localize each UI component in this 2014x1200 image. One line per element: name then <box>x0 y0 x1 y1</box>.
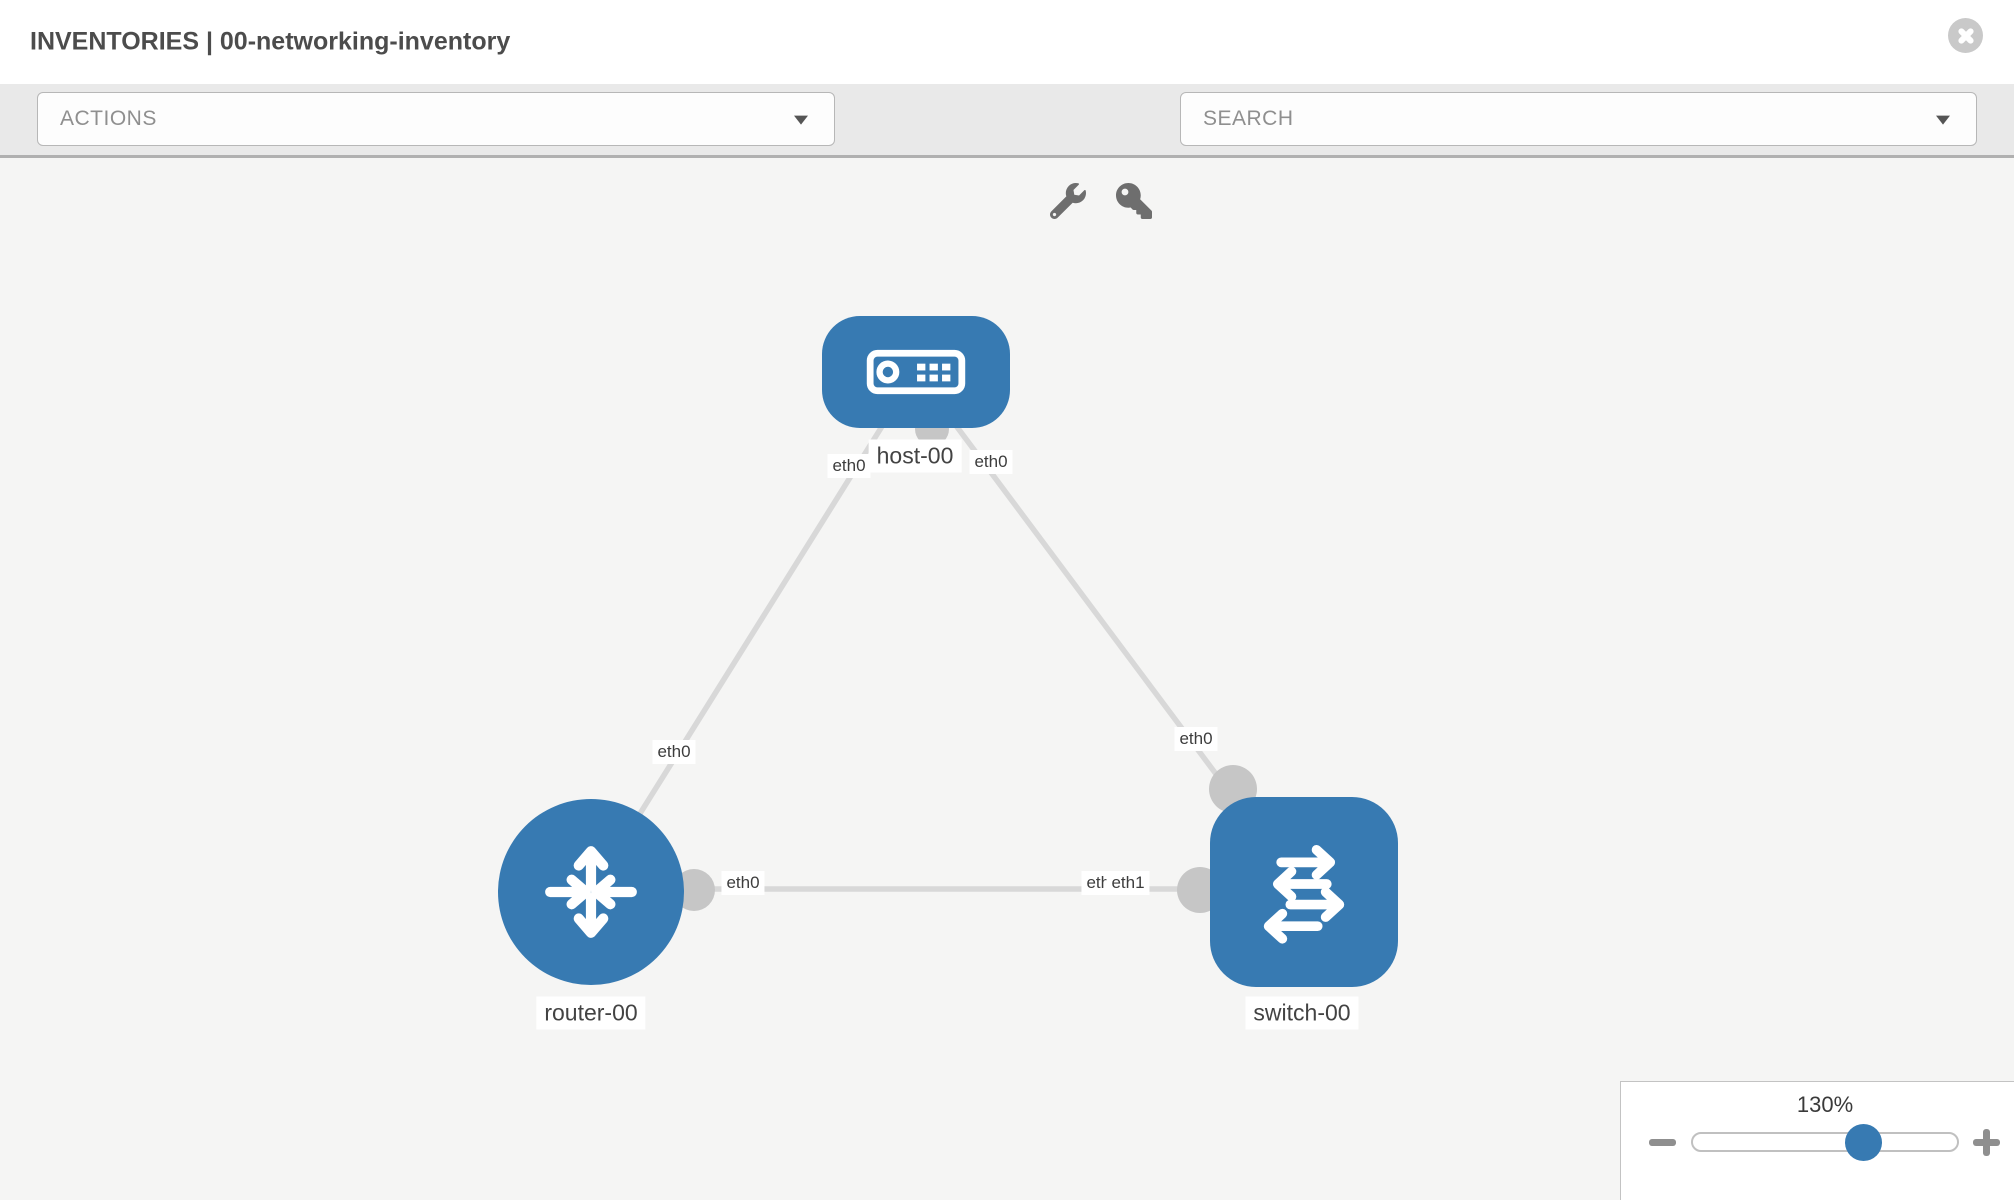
zoom-slider-track[interactable] <box>1691 1132 1959 1152</box>
node-router-00[interactable] <box>498 799 684 985</box>
node-switch-00[interactable] <box>1210 797 1398 987</box>
topology-canvas[interactable] <box>0 158 2014 1200</box>
switch-icon <box>1263 844 1345 944</box>
key-icon <box>1116 183 1152 219</box>
zoom-slider-knob[interactable] <box>1845 1124 1882 1161</box>
actions-dropdown[interactable]: ACTIONS <box>37 92 835 146</box>
toolbar: ACTIONS SEARCH <box>0 84 2014 220</box>
plus-icon <box>1983 1129 1990 1156</box>
node-label-host: host-00 <box>868 439 962 473</box>
iface-label-switch-to-router: eth1 <box>1106 871 1150 895</box>
iface-label-host-to-switch: eth0 <box>969 450 1013 474</box>
page-title: INVENTORIES | 00-networking-inventory <box>30 27 511 56</box>
node-label-switch: switch-00 <box>1245 996 1359 1030</box>
actions-dropdown-label: ACTIONS <box>60 107 157 130</box>
close-button[interactable] <box>1948 18 1983 53</box>
node-label-router: router-00 <box>536 996 646 1030</box>
search-dropdown[interactable]: SEARCH <box>1180 92 1977 146</box>
iface-label-host-to-router: eth0 <box>827 454 871 478</box>
router-icon <box>545 846 637 938</box>
zoom-value-label: 130% <box>1796 1092 1854 1117</box>
key-button[interactable] <box>1116 183 1152 219</box>
iface-label-switch-to-host: eth0 <box>1174 727 1218 751</box>
zoom-out-button[interactable] <box>1649 1139 1676 1146</box>
node-host-00[interactable] <box>822 316 1010 428</box>
zoom-in-button[interactable] <box>1973 1129 2000 1156</box>
chevron-down-icon <box>794 115 808 125</box>
search-dropdown-label: SEARCH <box>1203 107 1294 130</box>
header: INVENTORIES | 00-networking-inventory <box>0 0 2014 84</box>
wrench-button[interactable] <box>1049 183 1086 220</box>
iface-label-router-to-switch: eth0 <box>721 871 765 895</box>
zoom-control-panel: 130% <box>1620 1081 2014 1200</box>
wrench-icon <box>1049 183 1086 220</box>
iface-label-router-to-host: eth0 <box>652 740 696 764</box>
host-icon <box>866 349 966 395</box>
chevron-down-icon <box>1936 115 1950 125</box>
